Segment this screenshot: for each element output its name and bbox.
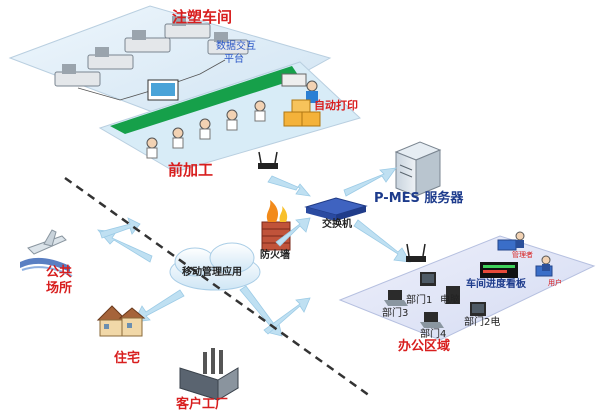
user-icon (535, 255, 553, 277)
progress-board-icon (480, 262, 518, 278)
customer-factory-label: 客户工厂 (176, 397, 229, 412)
arrow-factory-up (263, 297, 311, 335)
worker-icon (306, 80, 318, 92)
data-platform-label-line2: 平台 (224, 54, 244, 65)
dept4-label: 部门4 (420, 329, 447, 340)
office-area-label: 办公区域 (398, 339, 451, 354)
switch-label: 交换机 (322, 219, 352, 230)
injection-machine (164, 16, 211, 39)
data-platform-label-line1: 数据交互 (216, 41, 256, 52)
auto-print-station (281, 73, 321, 127)
mes-server-label: P-MES 服务器 (374, 191, 464, 206)
computer-label: 电脑 (440, 295, 460, 306)
connection-arrows (97, 167, 411, 337)
dept2-label: 部门2电 (464, 317, 501, 328)
injection-machine (124, 30, 171, 53)
injection-machine (207, 32, 249, 55)
dept1-label: 部门1 (406, 295, 433, 306)
arrow-firewall-to-switch (275, 217, 311, 247)
desktop-computer-icon (470, 302, 486, 316)
injection-machine (54, 64, 101, 87)
laptop-icon (384, 290, 408, 306)
laptop-icon (420, 312, 444, 328)
worker-group (146, 100, 266, 159)
injection-machine-group (54, 16, 249, 101)
cloud-icon (169, 242, 261, 291)
auto-print-label: 自动打印 (314, 99, 358, 112)
office-platform (338, 235, 596, 341)
airplane-icon (20, 229, 73, 277)
manager-label: 管理者 (512, 251, 533, 259)
office-computers (384, 272, 486, 328)
printer-icon (281, 73, 307, 87)
network-boundary-line (64, 176, 371, 398)
user-label: 用户 (548, 279, 562, 287)
public-place-label-line2: 场所 (46, 281, 73, 296)
wireless-router-icon (258, 151, 278, 169)
cargo-boxes-icon (283, 99, 321, 127)
arrow-preprocess-to-switch (267, 175, 311, 197)
factory-icon (178, 348, 240, 401)
server-icon (394, 141, 442, 197)
desktop-computer-icon (446, 286, 460, 304)
firewall-label: 防火墙 (260, 250, 290, 261)
residence-label: 住宅 (114, 351, 141, 366)
injection-machine (87, 47, 134, 70)
house-icon (96, 305, 146, 337)
desktop-computer-icon (420, 272, 436, 286)
arrow-switch-to-server (343, 167, 397, 197)
public-place-label-line1: 公共 (46, 265, 73, 280)
kanban-label: 车间进度看板 (466, 279, 526, 290)
arrow-switch-to-office (353, 219, 411, 263)
dept3-label: 部门3 (382, 308, 409, 319)
network-switch-icon (304, 197, 368, 221)
pre-processing-label: 前加工 (168, 161, 214, 179)
injection-workshop-label: 注塑车间 (172, 8, 233, 26)
manager-icon (497, 231, 525, 251)
office-router-icon (406, 243, 426, 262)
mobile-app-label: 移动管理应用 (182, 267, 242, 278)
